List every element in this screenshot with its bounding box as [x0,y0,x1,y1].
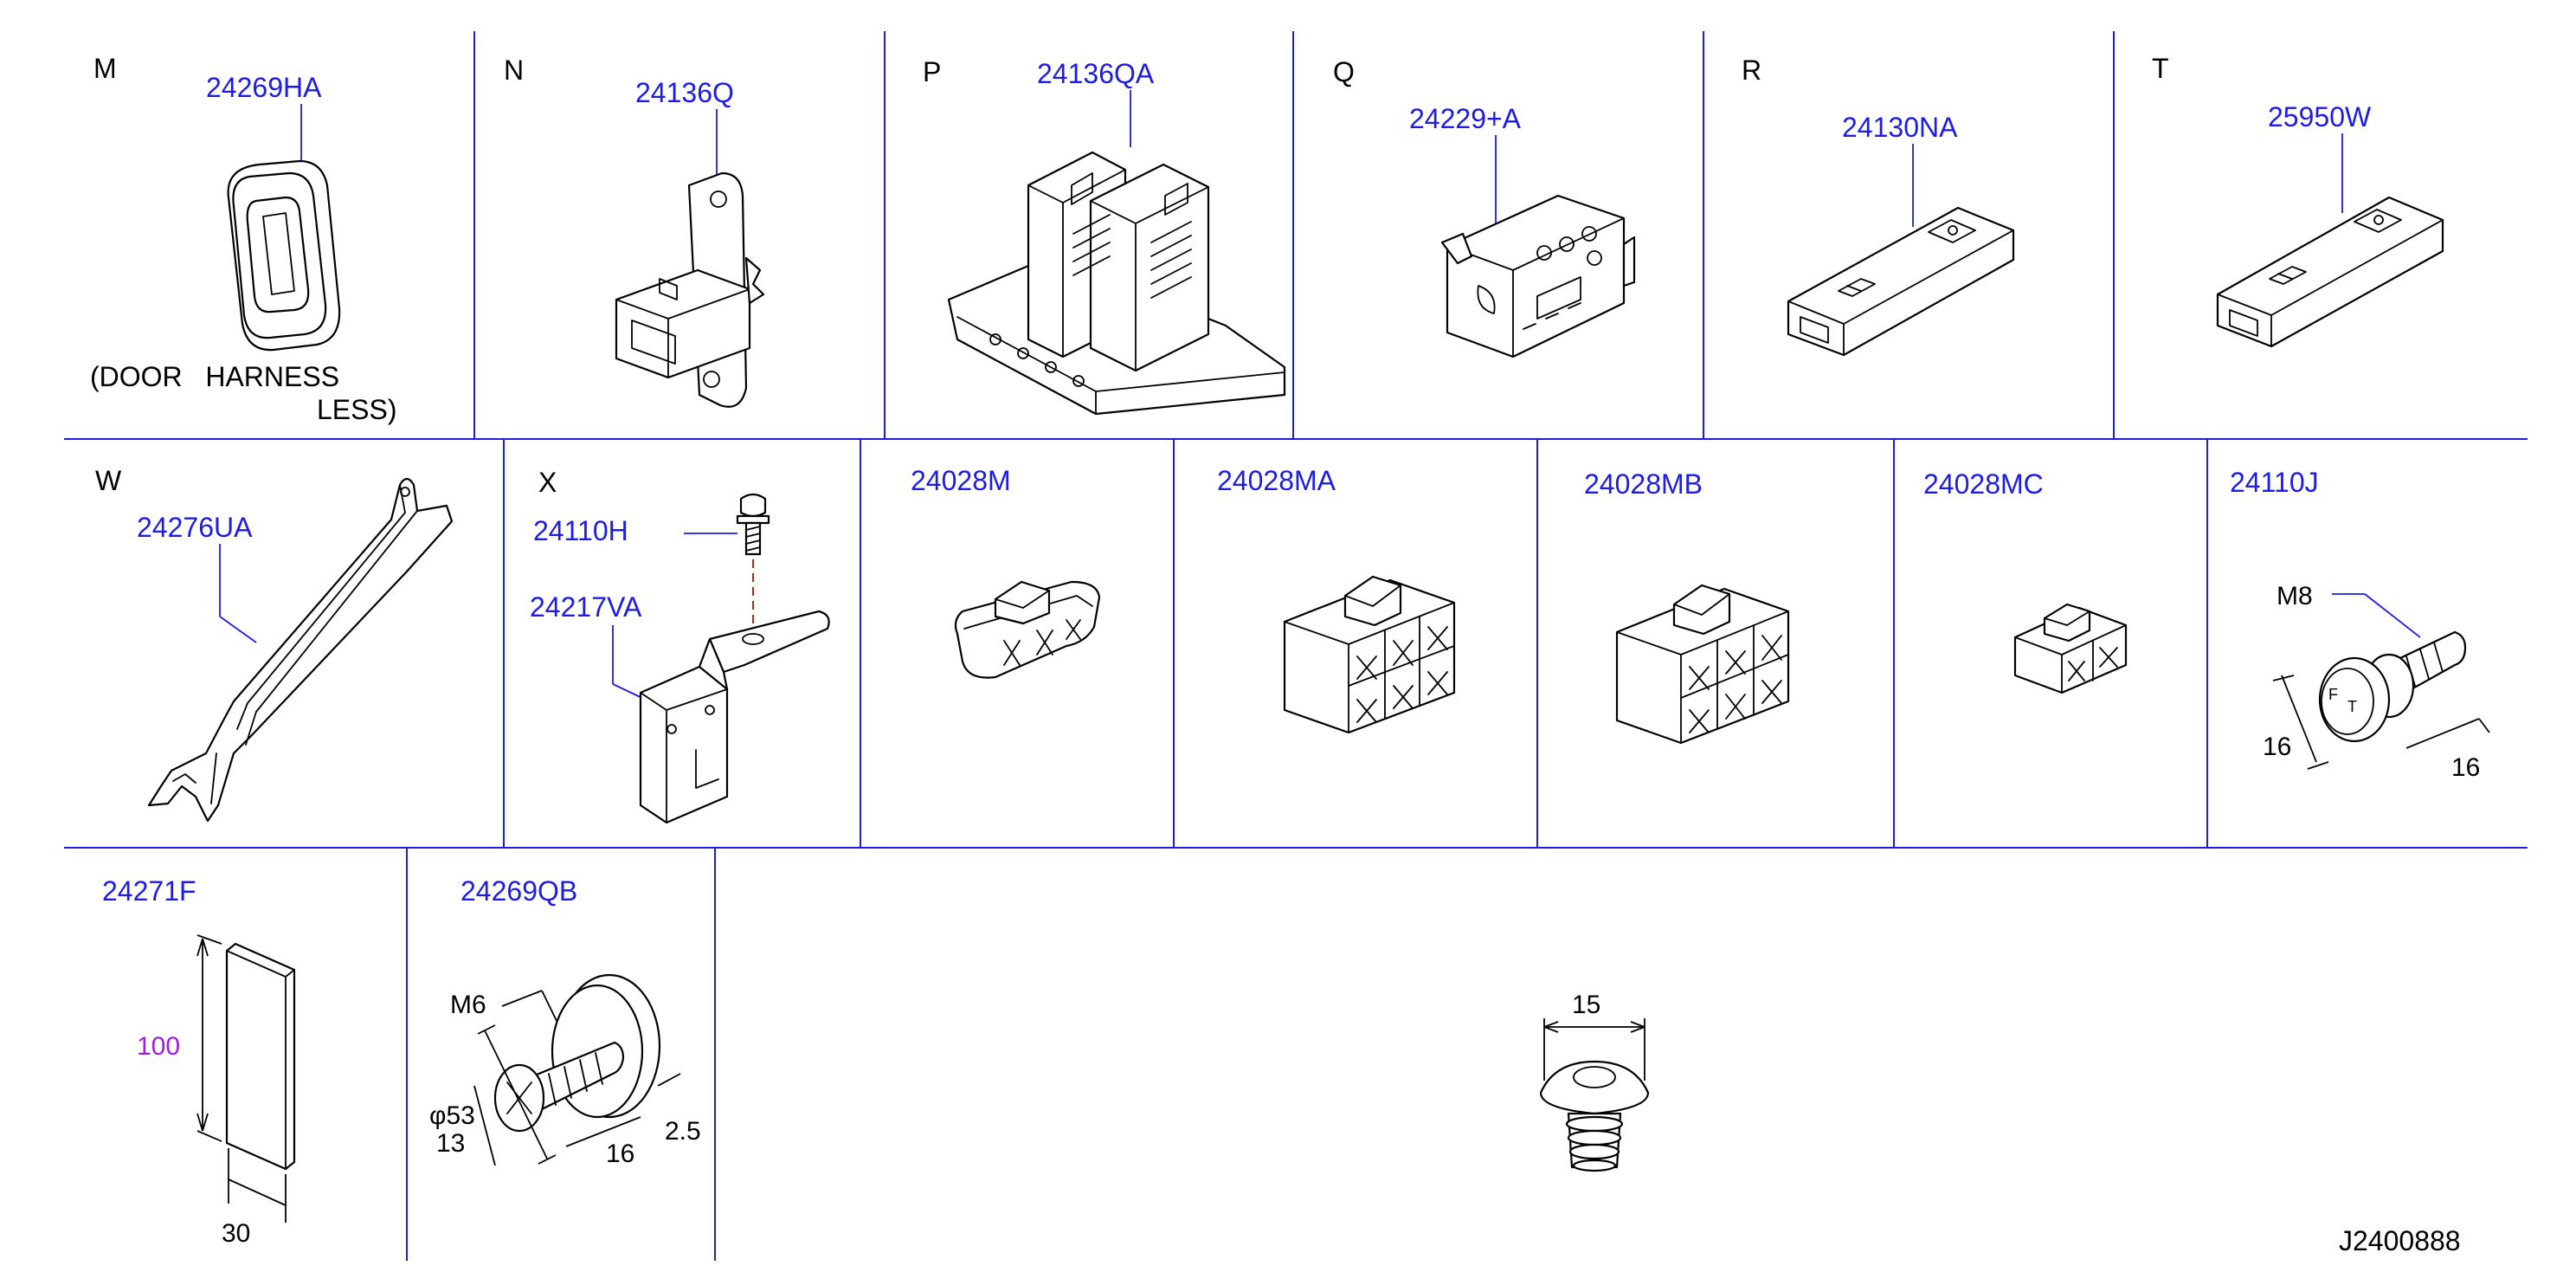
cell-letter: P [923,56,941,87]
part-number[interactable]: 24028M [911,465,1011,496]
connector-drawing [1283,575,1456,734]
cell-q: Q 24229+A [1333,56,1636,358]
holder-drawing [1440,194,1636,358]
part-number[interactable]: 24136QA [1037,58,1155,89]
cell-n: N 24136Q [504,55,765,408]
part-number-bracket[interactable]: 24217VA [530,591,642,623]
dimension-2-5: 2.5 [665,1117,701,1146]
cell-24271f: 24271F 100 30 [102,875,296,1248]
part-number[interactable]: 24136Q [635,77,734,108]
head-mark: F [2328,686,2338,703]
thread-label: M6 [450,991,486,1019]
part-number[interactable]: 24271F [102,875,196,907]
cell-r: R 24130NA [1742,55,2015,357]
head-mark: T [2347,698,2357,715]
dimension-b: 16 [2451,753,2480,782]
dimension-16: 16 [606,1140,634,1168]
cell-p: P 24136QA [923,56,1286,416]
dimension-13: 13 [436,1129,465,1158]
grid-lines [64,31,2528,1261]
grommet-drawing [227,159,341,352]
cell-letter: M [93,53,117,84]
grommet-bolt-drawing [493,973,661,1133]
cell-24110j: 24110J M8 F T 16 16 [2230,467,2490,782]
part-number[interactable]: 24269QB [460,875,577,907]
cell-clip: 15 [1539,991,1650,1172]
cell-m: M 24269HA (DOOR HARNESS LESS) [90,53,396,425]
dimension-height: 100 [137,1032,180,1061]
junction-bracket-drawing [947,151,1286,416]
cell-24028ma: 24028MA [1217,465,1456,734]
diagram-code: J2400888 [2339,1225,2461,1256]
cell-24028mc: 24028MC [1923,468,2128,694]
push-clip-drawing [1539,1060,1650,1172]
part-number-bolt[interactable]: 24110H [533,515,628,546]
dimension-width: 30 [222,1219,250,1248]
thread-label: M8 [2277,582,2313,610]
bracket-clip-drawing [615,171,765,408]
cell-t: T 25950W [2152,53,2444,348]
cell-letter: X [538,467,557,498]
part-number[interactable]: 25950W [2268,101,2372,132]
cell-24028m: 24028M [911,465,1101,679]
bracket-drawing [639,610,830,824]
part-number[interactable]: 24028MB [1584,468,1703,500]
cell-24028mb: 24028MB [1584,468,1790,745]
connector-drawing [1787,206,2015,357]
flange-bolt-drawing: F T [2318,630,2467,743]
connector-drawing [2216,196,2444,348]
protector-drawing [147,477,454,823]
part-number[interactable]: 24269HA [206,72,322,103]
note-line-2: LESS) [317,394,396,425]
dimension-diameter: φ53 [429,1101,475,1130]
connector-drawing [954,580,1101,679]
connector-drawing [1615,584,1790,745]
cell-24269qb: 24269QB M6 φ53 13 16 2.5 [429,875,701,1168]
cell-letter: N [504,55,524,86]
note-line-1: (DOOR HARNESS [90,361,339,392]
tape-pad-drawing [225,942,296,1171]
bolt-drawing [736,493,770,556]
cell-x: X 24110H 24217VA [530,467,830,824]
part-number[interactable]: 24276UA [137,512,253,543]
cell-letter: Q [1333,56,1355,87]
part-number[interactable]: 24130NA [1842,112,1958,143]
part-number[interactable]: 24110J [2230,467,2319,498]
cell-w: W 24276UA [95,465,454,823]
dimension-a: 16 [2263,733,2291,761]
part-number[interactable]: 24028MC [1923,468,2044,500]
part-number[interactable]: 24028MA [1217,465,1336,496]
connector-drawing [2013,603,2128,694]
cell-letter: R [1742,55,1761,86]
cell-letter: W [95,465,122,496]
dimension-clip: 15 [1572,991,1600,1019]
cell-letter: T [2152,53,2169,84]
part-number[interactable]: 24229+A [1409,103,1522,134]
